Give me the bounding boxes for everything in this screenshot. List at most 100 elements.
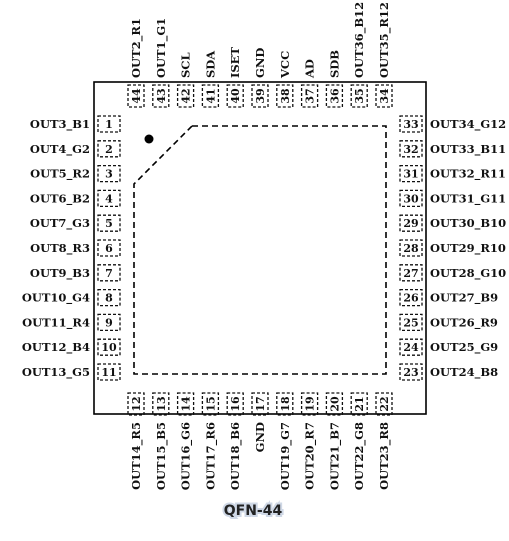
pin-label-17: GND [253,422,267,452]
package-name: QFN-44 [224,503,283,519]
pin-pad-5 [97,214,121,232]
pin-number-28: 28 [403,242,419,255]
pin-pad-31 [399,164,423,183]
pin-label-24: OUT25_G9 [430,340,498,355]
pin-label-18: OUT19_G7 [278,422,293,490]
pin-pad-30 [399,189,423,208]
pin-label-32: OUT33_B11 [430,142,506,157]
pin-number-32: 32 [403,143,418,156]
pin-number-17: 17 [254,396,267,411]
pin-pad-3 [97,164,121,183]
pin-label-11: OUT13_G5 [22,365,90,380]
pin-label-15: OUT17_R6 [203,422,218,490]
pin-label-38: VCC [278,51,292,79]
pin-pad-27 [399,264,423,282]
pin-number-39: 39 [254,88,267,103]
pin-number-21: 21 [353,396,366,411]
pin-label-26: OUT27_B9 [430,291,498,306]
pin-number-10: 10 [101,341,117,354]
pin-label-6: OUT8_R3 [30,241,90,256]
pin-pad-2 [97,140,121,158]
pin-number-38: 38 [279,88,292,104]
pin-label-14: OUT16_G6 [179,422,194,490]
pin-pad-20 [325,392,344,416]
pin-label-33: OUT34_G12 [430,117,506,132]
exposed-pad-outline [133,125,387,375]
pin-number-42: 42 [180,88,193,103]
pin-pad-34 [375,84,393,108]
pin-pad-43 [152,84,170,108]
pin-pad-17 [251,392,269,416]
pin-pad-36 [325,84,344,108]
pin-number-5: 5 [105,217,113,230]
pin-pad-16 [226,392,244,416]
pin-label-41: SDA [203,50,217,78]
pin-pad-6 [97,239,121,257]
pin-label-5: OUT7_G3 [30,216,90,231]
pin-pad-4 [97,189,121,208]
pin-number-11: 11 [101,366,116,379]
pin-number-24: 24 [403,341,419,354]
pin-number-15: 15 [204,396,217,411]
pin-pad-35 [350,84,368,108]
pin-label-40: ISET [228,47,242,78]
pin-label-34: OUT35_R12 [377,2,392,78]
pin-pad-7 [97,264,121,282]
pin-number-34: 34 [378,88,391,104]
pin-pad-24 [399,338,423,356]
pin-label-27: OUT28_G10 [430,266,506,281]
pin-number-26: 26 [403,292,419,305]
pin-pad-8 [97,288,121,307]
pin-label-20: OUT21_B7 [327,422,342,490]
pin-number-12: 12 [130,396,143,411]
pin-number-29: 29 [403,217,418,230]
pin-number-7: 7 [105,267,113,280]
pin-label-2: OUT4_G2 [30,142,90,157]
pin-label-7: OUT9_B3 [30,266,90,281]
pin-label-10: OUT12_B4 [22,340,90,355]
pin-number-37: 37 [304,88,317,103]
pin-pad-44 [127,84,145,108]
pin-number-2: 2 [105,143,113,156]
pin-pad-25 [399,313,423,332]
pin-number-41: 41 [204,88,217,103]
pin-number-18: 18 [279,396,292,412]
pin-pad-12 [127,392,145,416]
pin-number-20: 20 [328,396,341,412]
pin-pad-1 [97,115,121,133]
pin1-indicator-dot [144,134,154,144]
pin-number-35: 35 [353,88,366,103]
pin-pad-22 [375,392,393,416]
pin-label-22: OUT23_R8 [377,422,392,490]
pin-number-4: 4 [105,192,113,205]
pin-pad-41 [201,84,220,108]
pin-number-9: 9 [105,316,113,329]
pin-pad-26 [399,288,423,307]
pin-pad-42 [176,84,195,108]
pin-number-25: 25 [403,316,418,329]
pin-label-42: SCL [179,52,193,78]
pin-number-13: 13 [155,396,168,411]
pin-label-13: OUT15_B5 [154,422,169,490]
pin-number-33: 33 [403,118,418,131]
pin-pad-10 [97,338,121,356]
pin-label-37: AD [303,59,317,79]
pin-pad-14 [176,392,195,416]
pin-pad-21 [350,392,368,416]
pin-label-3: OUT5_R2 [30,167,90,182]
pin-pad-15 [201,392,220,416]
pin-number-44: 44 [130,88,143,104]
pin-number-22: 22 [378,396,391,411]
pin-pad-39 [251,84,269,108]
pin-label-43: OUT1_G1 [154,18,169,78]
pins-bottom-group: 12OUT14_R513OUT15_B514OUT16_G615OUT17_R6… [127,392,393,490]
pin-label-12: OUT14_R5 [129,422,144,490]
pin-number-36: 36 [328,88,341,104]
pin-pad-37 [300,84,319,108]
pin-pad-32 [399,140,423,158]
pin-pad-9 [97,313,121,332]
pin-label-19: OUT20_R7 [303,422,318,490]
pin-pad-38 [276,84,294,108]
pin-pad-33 [399,115,423,133]
